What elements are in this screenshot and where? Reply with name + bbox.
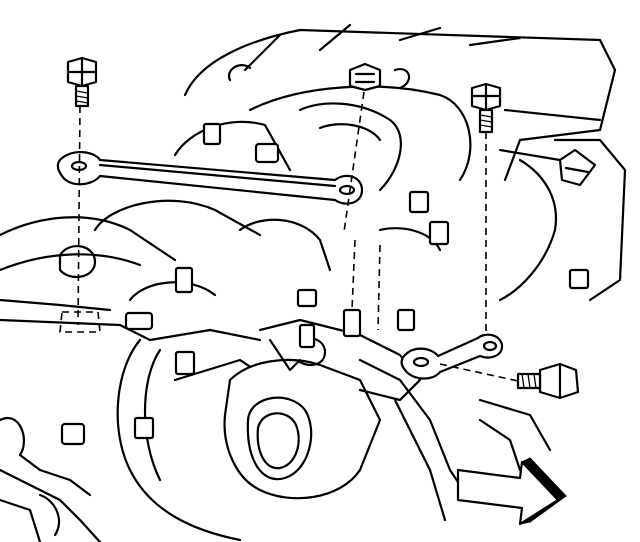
intake-manifold bbox=[173, 23, 627, 302]
stud bbox=[348, 62, 382, 92]
intake-runners bbox=[0, 199, 442, 312]
bolt bbox=[470, 82, 502, 134]
stud bbox=[298, 239, 416, 349]
lower-brace bbox=[400, 333, 504, 380]
bolt bbox=[66, 56, 98, 108]
water-outlet bbox=[223, 318, 422, 500]
bolt-alignment-line bbox=[77, 105, 81, 326]
brace bbox=[56, 151, 364, 205]
bolt-hole-marker bbox=[59, 311, 101, 333]
stud-alignment-line bbox=[343, 91, 365, 233]
background-fasteners bbox=[60, 122, 597, 446]
direction-arrow bbox=[456, 457, 567, 526]
bolt-alignment-line bbox=[439, 363, 519, 382]
bolt bbox=[516, 362, 580, 400]
